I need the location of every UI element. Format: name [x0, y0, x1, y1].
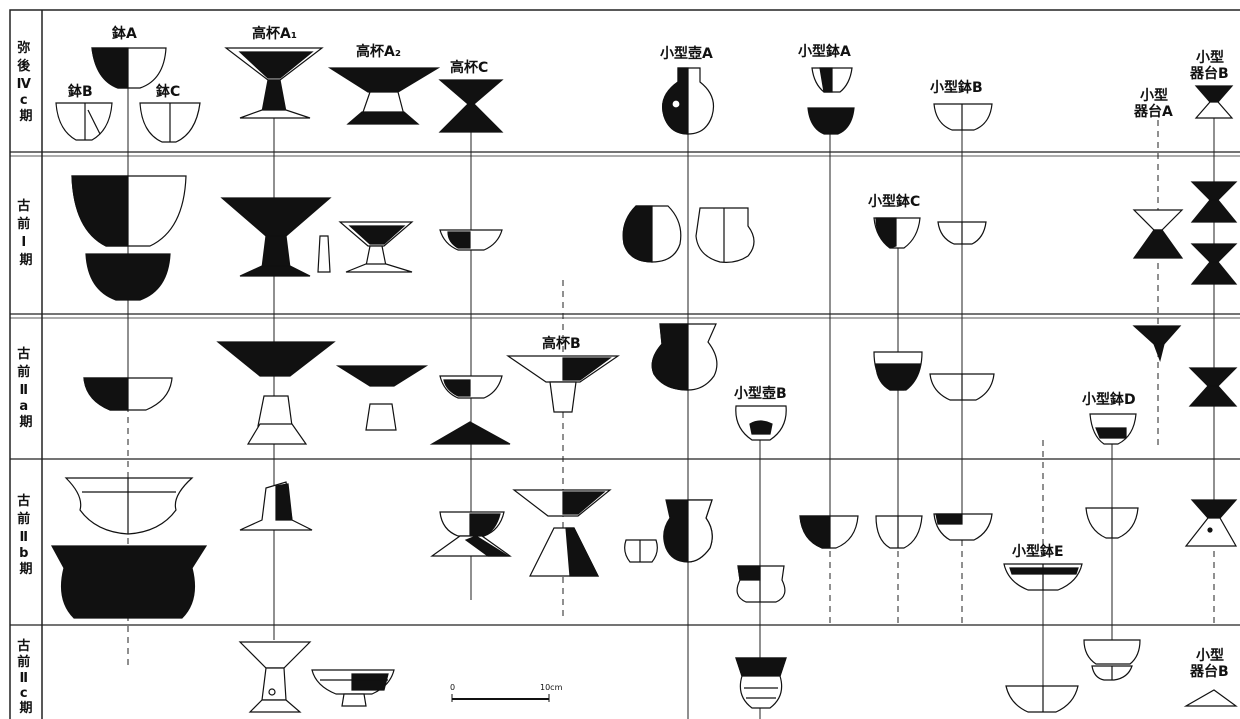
- vessel-kogata-tsubo-a-4: [625, 500, 713, 562]
- vessel-takatsuki-a2-3: [338, 366, 426, 430]
- label-kogata-hachi-c: 小型鉢C: [868, 193, 920, 210]
- vessel-kogata-tsubo-a-1: [663, 68, 714, 134]
- vessel-kogata-kidai-a-2: [1134, 210, 1182, 258]
- vessels: [52, 48, 1236, 712]
- vessel-kogata-tsubo-a-2: [623, 206, 681, 262]
- vessel-takatsuki-c-4: [432, 512, 510, 556]
- label-kogata-kidai-b-line1: 小型: [1196, 49, 1224, 66]
- scale-bar-end: 10cm: [540, 683, 563, 692]
- scale-bar-start: 0: [450, 683, 455, 692]
- vessel-kogata-hachi-b-4: [934, 514, 992, 540]
- vessel-kogata-hachi-e-5: [1006, 686, 1078, 712]
- vessel-hachi-a-4: [66, 478, 192, 534]
- vessel-kogata-tsubo-b-3: [736, 406, 786, 440]
- label-kogata-hachi-b: 小型鉢B: [930, 79, 983, 96]
- vessel-takatsuki-b-3: [508, 356, 618, 412]
- vessel-kogata-hachi-e-4: [1004, 564, 1082, 590]
- period-label-p4: 古 前 Ⅱ b 期: [17, 493, 35, 577]
- vessel-kogata-hachi-d-3: [1090, 414, 1136, 444]
- period-label-p3: 古 前 Ⅱ a 期: [17, 346, 35, 430]
- vessel-hachi-b-1: [56, 103, 112, 140]
- vessel-kogata-tsubo-a-3: [652, 324, 717, 390]
- period-label-p2: 古 前 Ⅰ 期: [17, 198, 35, 268]
- period-label-p5: 古 前 Ⅱ c 期: [17, 638, 35, 716]
- vessel-takatsuki-a1-5b: [312, 670, 394, 706]
- vessel-kogata-hachi-a-4: [800, 516, 858, 548]
- vessel-kogata-tsubo-a-2b: [696, 208, 754, 262]
- label-kogata-kidai-b-5-line1: 小型: [1196, 647, 1224, 664]
- scale-bar: 0 10cm: [450, 683, 563, 702]
- label-takatsuki-b: 高杯B: [542, 335, 581, 352]
- label-hachi-c: 鉢C: [156, 83, 180, 100]
- vessel-kogata-kidai-b-1: [1196, 86, 1232, 118]
- vessel-kogata-hachi-a-1: [808, 68, 854, 134]
- vessel-takatsuki-a1-2: [222, 198, 330, 276]
- label-kogata-tsubo-b: 小型壺B: [734, 385, 787, 402]
- label-hachi-a: 鉢A: [112, 25, 137, 42]
- vessel-hachi-c-1: [140, 103, 200, 142]
- vessel-kogata-hachi-d-4: [1086, 508, 1138, 538]
- vessel-kogata-hachi-c-2: [874, 218, 920, 248]
- vessel-takatsuki-b-4: [514, 490, 610, 576]
- vessel-takatsuki-a1-3: [218, 342, 334, 444]
- label-hachi-b: 鉢B: [68, 83, 93, 100]
- label-takatsuki-a2: 高杯A₂: [356, 43, 401, 60]
- vessel-kogata-kidai-b-5: [1186, 690, 1236, 706]
- vessel-kogata-kidai-b-3: [1190, 368, 1236, 406]
- vessel-kogata-hachi-b-1: [934, 104, 992, 130]
- vessel-takatsuki-a1-2b: [318, 236, 330, 272]
- label-kogata-kidai-a-line1: 小型: [1140, 87, 1168, 104]
- period-label-p1: 弥 後 Ⅳ c 期: [17, 40, 36, 124]
- label-kogata-kidai-b-line2: 器台B: [1189, 65, 1229, 82]
- vessel-kogata-kidai-a-3: [1134, 326, 1180, 360]
- vessel-hachi-a-1: [92, 48, 166, 88]
- vessel-takatsuki-a1-5: [240, 642, 310, 712]
- lineage-lines: [128, 88, 1214, 719]
- label-takatsuki-c: 高杯C: [450, 59, 488, 76]
- vessel-takatsuki-c-2: [440, 230, 502, 250]
- vessel-takatsuki-a2-2: [340, 222, 412, 272]
- vessel-takatsuki-a1-4: [240, 482, 312, 530]
- period-labels: 弥 後 Ⅳ c 期 古 前 Ⅰ 期 古 前 Ⅱ a 期 古 前 Ⅱ b 期 古: [17, 40, 36, 716]
- vessel-takatsuki-a2-1: [330, 68, 438, 124]
- vessel-kogata-hachi-b-3: [930, 374, 994, 400]
- label-kogata-hachi-e: 小型鉢E: [1012, 543, 1064, 560]
- vessel-hachi-a-3: [84, 378, 172, 410]
- label-takatsuki-a1: 高杯A₁: [252, 25, 297, 42]
- vessel-kogata-hachi-d-5: [1084, 640, 1140, 680]
- vessel-kogata-hachi-c-3: [874, 352, 922, 390]
- label-kogata-hachi-a: 小型鉢A: [798, 43, 851, 60]
- vessel-takatsuki-c-1: [440, 80, 502, 132]
- vessel-kogata-tsubo-b-4: [737, 566, 785, 602]
- vessel-kogata-kidai-b-4: [1186, 500, 1236, 546]
- vessel-hachi-a-4b: [52, 546, 206, 618]
- vessel-kogata-hachi-c-4: [876, 516, 922, 548]
- label-kogata-tsubo-a: 小型壺A: [660, 45, 713, 62]
- vessel-takatsuki-a1-1: [226, 48, 322, 118]
- label-kogata-kidai-b-5-line2: 器台B: [1189, 663, 1229, 680]
- vessel-kogata-tsubo-b-5: [736, 658, 786, 708]
- label-kogata-hachi-d: 小型鉢D: [1082, 391, 1136, 408]
- label-kogata-kidai-a-line2: 器台A: [1133, 103, 1173, 120]
- vessel-hachi-a-2: [72, 176, 186, 300]
- vessel-kogata-hachi-b-2: [938, 222, 986, 244]
